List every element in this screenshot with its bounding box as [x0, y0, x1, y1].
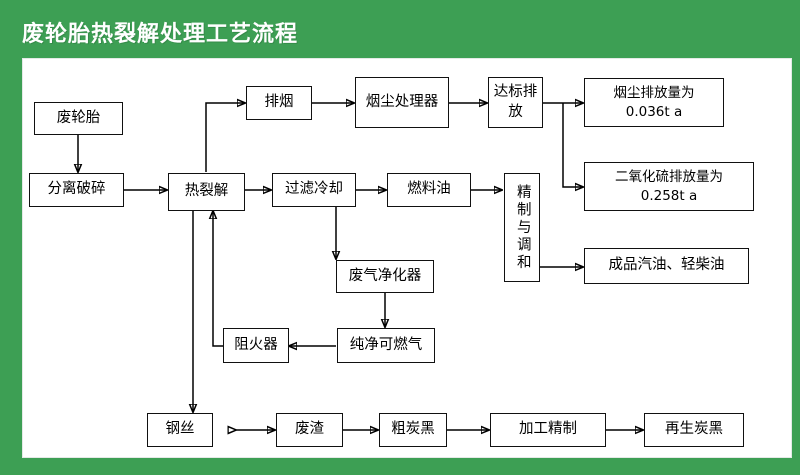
node-clean-gas[interactable]: 纯净可燃气 [337, 328, 435, 363]
node-refine-blend[interactable]: 精制与调和 [504, 173, 540, 282]
node-flame-arrester[interactable]: 阻火器 [223, 328, 289, 363]
node-fuel-oil[interactable]: 燃料油 [387, 173, 471, 207]
edge-pyrolysis-to-smoke [205, 103, 245, 172]
node-waste-tire[interactable]: 废轮胎 [34, 102, 123, 135]
so2-emission-line1: 二氧化硫排放量为 [615, 169, 723, 186]
dust-emission-line1: 烟尘排放量为 [613, 85, 695, 102]
page-title: 废轮胎热裂解处理工艺流程 [22, 22, 299, 47]
node-crude-carbon-black[interactable]: 粗炭黑 [379, 413, 447, 447]
flowchart-stage: 废轮胎 分离破碎 热裂解 排烟 烟尘处理器 达标排放 烟尘排放量为 0.036t… [23, 59, 793, 459]
node-waste-residue[interactable]: 废渣 [276, 413, 343, 447]
edge-arrester-to-pyrolysis [213, 211, 230, 347]
node-exhaust-smoke[interactable]: 排烟 [246, 86, 312, 120]
edge-compliant-branch-to-so2 [562, 103, 583, 187]
node-recycled-carbon-black[interactable]: 再生炭黑 [644, 413, 744, 447]
node-filter-cool[interactable]: 过滤冷却 [272, 173, 356, 207]
node-dust-emission[interactable]: 烟尘排放量为 0.036t a [584, 78, 724, 127]
node-dust-processor[interactable]: 烟尘处理器 [355, 77, 449, 128]
node-separate-crush[interactable]: 分离破碎 [29, 173, 124, 207]
node-process-refine[interactable]: 加工精制 [490, 413, 606, 447]
flowchart-canvas: 废轮胎 分离破碎 热裂解 排烟 烟尘处理器 达标排放 烟尘排放量为 0.036t… [22, 58, 792, 458]
node-pyrolysis[interactable]: 热裂解 [168, 173, 245, 211]
dust-emission-line2: 0.036t a [625, 103, 683, 120]
node-compliant-discharge[interactable]: 达标排放 [488, 77, 543, 128]
node-gas-purifier[interactable]: 废气净化器 [336, 260, 434, 293]
node-finished-oil[interactable]: 成品汽油、轻柴油 [584, 248, 749, 284]
node-so2-emission[interactable]: 二氧化硫排放量为 0.258t a [584, 162, 754, 211]
so2-emission-line2: 0.258t a [640, 187, 698, 204]
node-steel-wire[interactable]: 钢丝 [147, 413, 213, 447]
